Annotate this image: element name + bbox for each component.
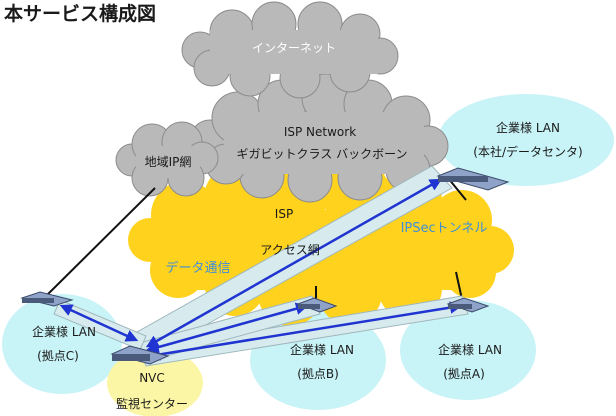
- isp-access-label-1: ISP: [275, 207, 293, 221]
- page-title: 本サービス構成図: [4, 2, 156, 25]
- router-sitec-icon: [20, 291, 74, 307]
- data-comm-label: データ通信: [165, 260, 230, 276]
- site-a-label-1: 企業様 LAN: [438, 342, 502, 357]
- site-c-label-1: 企業様 LAN: [32, 324, 96, 339]
- nvc-label-1: NVC: [139, 371, 165, 385]
- router-hq-icon: [436, 167, 510, 191]
- isp-network-cloud-fill: [224, 112, 424, 174]
- site-b-label-1: 企業様 LAN: [290, 342, 354, 357]
- ipsec-arrows: [59, 178, 463, 361]
- site-b-label-2: (拠点B): [297, 367, 339, 381]
- site-hq-label-1: 企業様 LAN: [496, 120, 560, 135]
- regional-ip-cloud-fill: [136, 146, 200, 178]
- internet-cloud-fill: [210, 30, 378, 74]
- line-regional-to-sitec: [41, 187, 156, 301]
- router-nvc-icon: [110, 345, 170, 365]
- site-a-label-2: (拠点A): [443, 367, 485, 381]
- router-sitea-icon: [446, 297, 490, 313]
- isp-access-label-2: アクセス網: [260, 243, 319, 257]
- isp-network-label-2: ギガビットクラス バックボーン: [237, 147, 408, 161]
- arrow-sitec-nvc: [59, 304, 139, 342]
- nvc-label-2: 監視センター: [116, 396, 188, 411]
- isp-network-label-1: ISP Network: [284, 125, 356, 139]
- nvc-ellipse: [107, 349, 203, 416]
- router-siteb-icon: [296, 297, 338, 313]
- regional-ip-label: 地域IP網: [145, 155, 192, 169]
- internet-label: インターネット: [252, 41, 336, 55]
- site-c-label-2: (拠点C): [37, 349, 79, 363]
- arrow-nvc-siteb: [145, 302, 309, 354]
- ipsec-tunnel-label: IPSecトンネル: [401, 221, 488, 236]
- site-hq-label-2: (本社/データセンタ): [473, 144, 582, 159]
- site-hq-ellipse: [438, 94, 614, 186]
